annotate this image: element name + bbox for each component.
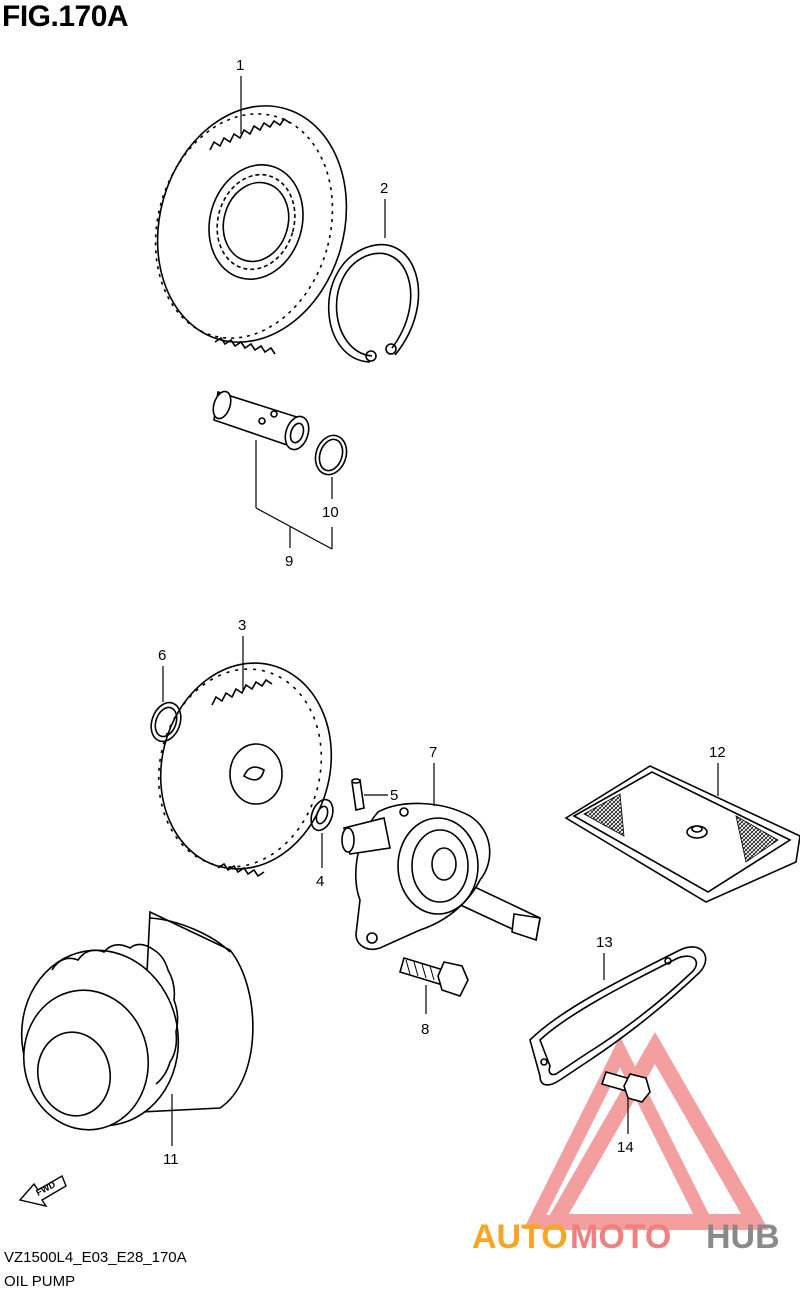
- svg-text:13: 13: [596, 934, 613, 951]
- diagram-code: VZ1500L4_E03_E28_170A: [4, 1249, 187, 1266]
- svg-text:11: 11: [163, 1151, 179, 1168]
- svg-text:1: 1: [236, 57, 244, 74]
- callout-13: 13: [596, 934, 613, 980]
- part-4-washer: [310, 798, 334, 832]
- part-12-strainer: [564, 765, 800, 903]
- callout-7: 7: [429, 744, 437, 806]
- svg-text:9: 9: [285, 553, 293, 570]
- part-5-pin: [351, 778, 365, 811]
- part-7-oil-pump: [341, 802, 541, 950]
- callout-5: 5: [364, 787, 398, 804]
- part-9-pipe: [212, 390, 310, 451]
- part-14-bolt: [600, 1071, 651, 1103]
- callout-12: 12: [709, 744, 726, 796]
- part-3-gear: [157, 662, 333, 878]
- svg-text:10: 10: [322, 504, 339, 521]
- part-1-gear: [154, 105, 348, 355]
- diagram-name: OIL PUMP: [4, 1273, 76, 1290]
- watermark-triangle: [523, 1031, 769, 1230]
- callout-2: 2: [380, 180, 388, 238]
- callout-3: 3: [238, 617, 246, 690]
- callout-8: 8: [421, 985, 429, 1038]
- callout-6: 6: [158, 647, 166, 702]
- svg-text:7: 7: [429, 744, 437, 761]
- part-13-gasket: [529, 946, 707, 1086]
- svg-text:3: 3: [238, 617, 246, 634]
- svg-text:8: 8: [421, 1021, 429, 1038]
- callout-4: 4: [316, 833, 324, 890]
- fwd-arrow-icon: FWD: [18, 1174, 67, 1208]
- watermark-logo: AUTO MOTO HUB: [472, 1218, 780, 1256]
- figure-title: FIG.170A: [2, 0, 129, 33]
- svg-text:2: 2: [380, 180, 388, 197]
- svg-text:MOTO: MOTO: [570, 1218, 671, 1256]
- svg-text:HUB: HUB: [706, 1218, 780, 1256]
- svg-text:12: 12: [709, 744, 726, 761]
- svg-text:AUTO: AUTO: [472, 1218, 568, 1256]
- part-6-circlip: [150, 701, 182, 743]
- callout-11: 11: [163, 1094, 179, 1168]
- callout-14: 14: [617, 1098, 634, 1156]
- part-8-bolt: [399, 956, 469, 997]
- callout-9: 9: [255, 440, 333, 570]
- svg-text:5: 5: [390, 787, 398, 804]
- part-10-o-ring: [314, 434, 348, 476]
- callout-10: 10: [322, 477, 339, 521]
- part-11-oil-filter: [20, 910, 254, 1131]
- svg-text:4: 4: [316, 873, 324, 890]
- svg-text:14: 14: [617, 1139, 634, 1156]
- callout-1: 1: [236, 57, 244, 134]
- svg-text:6: 6: [158, 647, 166, 664]
- part-2-circlip: [327, 243, 420, 363]
